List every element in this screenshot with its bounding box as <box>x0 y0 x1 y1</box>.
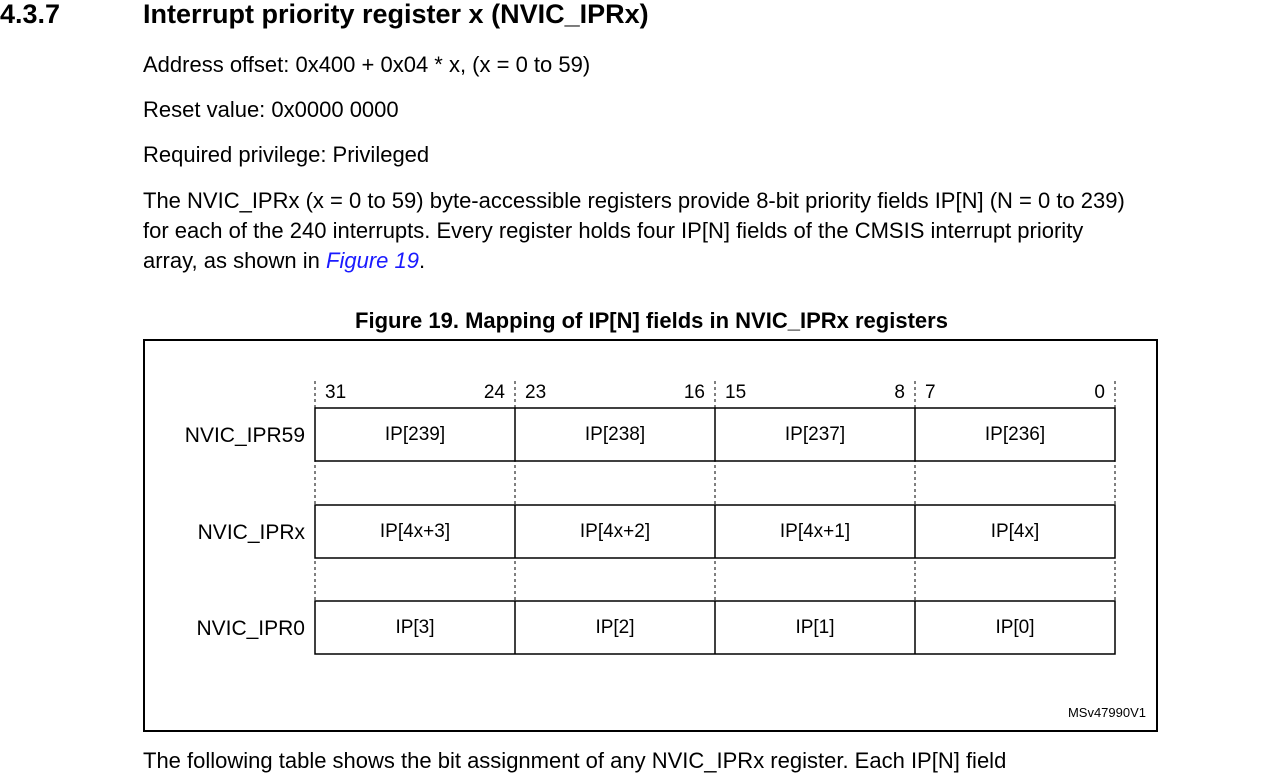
register-name-label: NVIC_IPR0 <box>196 617 305 640</box>
section-number: 4.3.7 <box>0 0 61 29</box>
priority-field-label: IP[0] <box>995 617 1034 638</box>
bit-label-high: 15 <box>725 382 746 403</box>
bit-label-low: 8 <box>894 382 905 403</box>
bit-label-high: 23 <box>525 382 546 403</box>
priority-field-label: IP[238] <box>585 424 645 445</box>
priority-field-label: IP[236] <box>985 424 1045 445</box>
description-text: The NVIC_IPRx (x = 0 to 59) byte-accessi… <box>143 188 1125 273</box>
bit-label-low: 24 <box>484 382 506 403</box>
bit-label-low: 16 <box>684 382 705 403</box>
figure-caption: Figure 19. Mapping of IP[N] fields in NV… <box>355 308 948 333</box>
description-end: . <box>418 248 426 273</box>
bit-label-low: 0 <box>1094 382 1105 403</box>
following-table-text: The following table shows the bit assign… <box>143 748 1007 773</box>
priority-field-label: IP[4x] <box>991 521 1040 542</box>
description-paragraph: The NVIC_IPRx (x = 0 to 59) byte-accessi… <box>143 186 1143 276</box>
figure-link[interactable]: Figure 19 <box>326 248 419 273</box>
register-name-label: NVIC_IPRx <box>198 521 306 544</box>
register-name-label: NVIC_IPR59 <box>185 424 305 447</box>
address-offset-text: Address offset: 0x400 + 0x04 * x, (x = 0… <box>143 52 591 77</box>
bit-label-high: 31 <box>325 382 346 403</box>
priority-field-label: IP[3] <box>395 617 434 638</box>
priority-field-label: IP[239] <box>385 424 445 445</box>
priority-field-label: IP[4x+2] <box>580 521 650 542</box>
reset-value-text: Reset value: 0x0000 0000 <box>143 97 399 122</box>
bit-label-high: 7 <box>925 382 936 403</box>
section-title: Interrupt priority register x (NVIC_IPRx… <box>143 0 649 29</box>
privilege-text: Required privilege: Privileged <box>143 142 430 167</box>
priority-field-label: IP[4x+1] <box>780 521 850 542</box>
priority-field-label: IP[2] <box>595 617 634 638</box>
figure-reference-id: MSv47990V1 <box>1067 705 1146 720</box>
priority-field-label: IP[237] <box>785 424 845 445</box>
priority-field-label: IP[1] <box>795 617 834 638</box>
priority-field-label: IP[4x+3] <box>380 521 450 542</box>
